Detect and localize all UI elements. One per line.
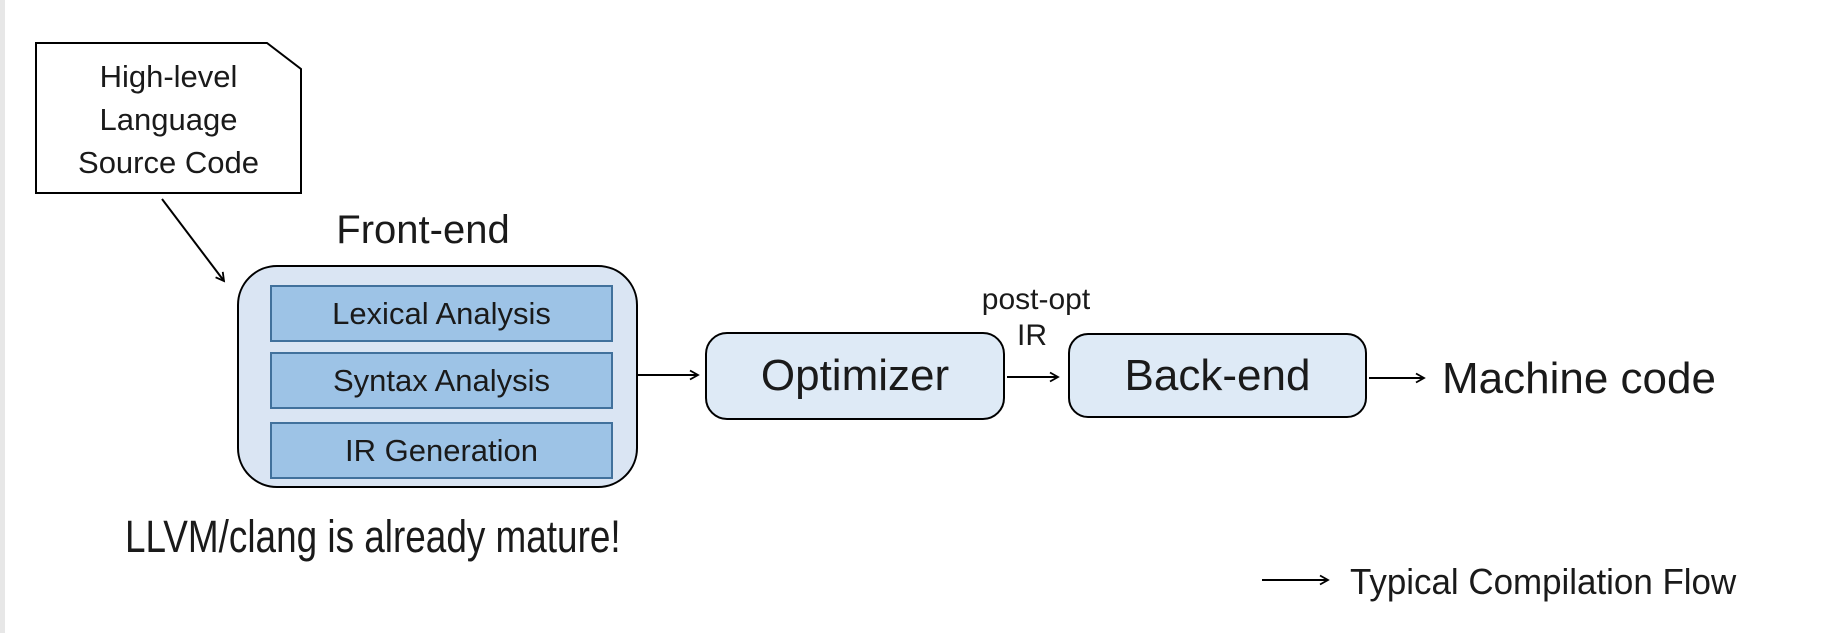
legend-label-text: Typical Compilation Flow bbox=[1350, 561, 1737, 602]
frontend-stage-lexical-analysis: Lexical Analysis bbox=[270, 285, 613, 342]
legend-label: Typical Compilation Flow bbox=[1350, 560, 1790, 606]
left-edge-strip bbox=[0, 0, 5, 633]
edge-label-ir: IR bbox=[1017, 319, 1047, 352]
llvm-note: LLVM/clang is already mature! bbox=[125, 510, 745, 566]
backend-node: Back-end bbox=[1068, 333, 1367, 418]
llvm-note-text: LLVM/clang is already mature! bbox=[125, 511, 621, 562]
source-doc-shape bbox=[35, 42, 302, 194]
source-doc-line-2: Language bbox=[99, 101, 238, 137]
frontend-title: Front-end bbox=[336, 208, 510, 252]
arrow-source-to-frontend bbox=[161, 198, 226, 283]
source-doc-label: High-level Language Source Code bbox=[35, 44, 302, 194]
edge-label-post-opt: post-opt bbox=[981, 283, 1091, 316]
source-doc-line-3: Source Code bbox=[78, 144, 259, 180]
frontend-stage-ir-generation: IR Generation bbox=[270, 422, 613, 479]
optimizer-node: Optimizer bbox=[705, 332, 1005, 420]
source-doc-line-1: High-level bbox=[99, 58, 238, 94]
frontend-stage-syntax-analysis: Syntax Analysis bbox=[270, 352, 613, 409]
machine-code-label: Machine code bbox=[1442, 354, 1716, 403]
